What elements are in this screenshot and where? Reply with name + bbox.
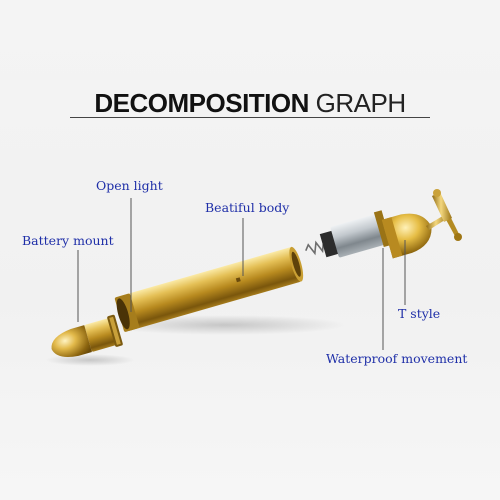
beatiful-body-tube: [114, 246, 304, 332]
battery-mount-cap: [51, 314, 123, 357]
title-bold: DECOMPOSITION: [94, 88, 309, 118]
cap-shadow: [45, 354, 135, 366]
label-beatiful-body: Beatiful body: [205, 200, 290, 215]
gold-head: [381, 213, 432, 259]
t-style-handle: [426, 189, 462, 241]
label-t-style: T style: [398, 306, 441, 321]
title-underline: [70, 117, 430, 118]
page-title: DECOMPOSITION GRAPH: [0, 88, 500, 119]
waterproof-movement: [305, 210, 392, 258]
label-waterproof-movement: Waterproof movement: [326, 351, 468, 366]
label-open-light: Open light: [96, 178, 163, 193]
title-light: GRAPH: [315, 88, 406, 118]
label-battery-mount: Battery mount: [22, 233, 114, 248]
